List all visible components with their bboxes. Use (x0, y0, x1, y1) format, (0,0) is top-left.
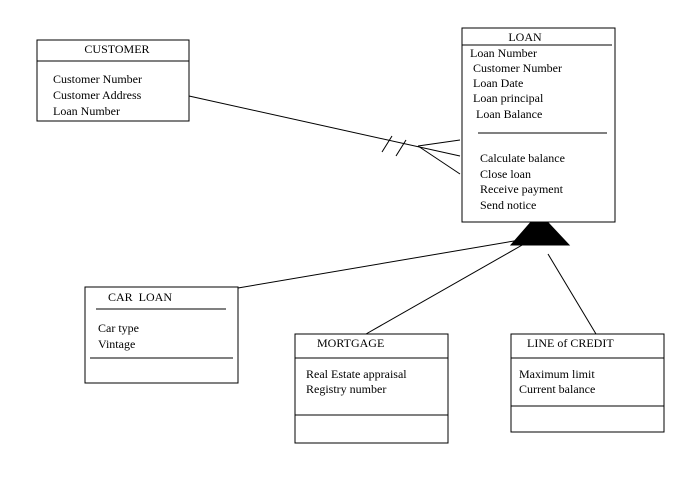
loan-operation: Receive payment (480, 182, 564, 196)
generalization-links (237, 212, 597, 335)
line-of-credit-attribute: Maximum limit (519, 367, 595, 381)
car-loan-class-name: CAR LOAN (108, 290, 172, 304)
line-of-credit-class-name: LINE of CREDIT (527, 336, 614, 350)
customer-class-name: CUSTOMER (84, 42, 149, 56)
car-loan-attribute: Vintage (98, 337, 135, 351)
loan-attribute: Loan Date (473, 76, 523, 90)
car-loan-attribute: Car type (98, 321, 139, 335)
loan-operation: Send notice (480, 198, 536, 212)
customer-attribute: Customer Number (53, 72, 142, 86)
mortgage-attribute: Real Estate appraisal (306, 367, 407, 381)
loan-attribute: Customer Number (473, 61, 562, 75)
customer-box (36, 39, 190, 122)
mortgage-box (294, 333, 449, 444)
car-loan-class[interactable]: CAR LOAN Car type Vintage (84, 286, 239, 384)
mortgage-link (365, 243, 525, 335)
line-of-credit-class[interactable]: LINE of CREDIT Maximum limit Current bal… (510, 333, 665, 433)
mortgage-attribute: Registry number (306, 382, 386, 396)
many-prong-top (417, 139, 461, 147)
customer-loan-association (188, 95, 461, 175)
loan-class[interactable]: LOAN Loan Number Customer Number Loan Da… (461, 27, 616, 223)
loan-attribute: Loan Balance (476, 107, 542, 121)
car-loan-link (237, 239, 521, 289)
one-mark-2 (395, 139, 407, 157)
inheritance-triangle (509, 212, 571, 246)
loan-operation: Calculate balance (480, 151, 565, 165)
car-loan-box (84, 286, 239, 384)
line-of-credit-link (547, 253, 597, 335)
loan-class-name: LOAN (508, 30, 542, 44)
loan-operation: Close loan (480, 167, 531, 181)
many-prong-bottom (417, 145, 461, 175)
mortgage-class-name: MORTGAGE (317, 336, 384, 350)
line-of-credit-box (510, 333, 665, 433)
loan-attribute: Loan principal (473, 91, 544, 105)
one-mark-1 (381, 135, 393, 153)
customer-attribute: Customer Address (53, 88, 142, 102)
mortgage-class[interactable]: MORTGAGE Real Estate appraisal Registry … (294, 333, 449, 444)
customer-attribute: Loan Number (53, 104, 120, 118)
loan-box (461, 27, 616, 223)
association-line (188, 95, 461, 157)
line-of-credit-attribute: Current balance (519, 382, 595, 396)
loan-attribute: Loan Number (470, 46, 537, 60)
customer-class[interactable]: CUSTOMER Customer Number Customer Addres… (36, 39, 190, 122)
